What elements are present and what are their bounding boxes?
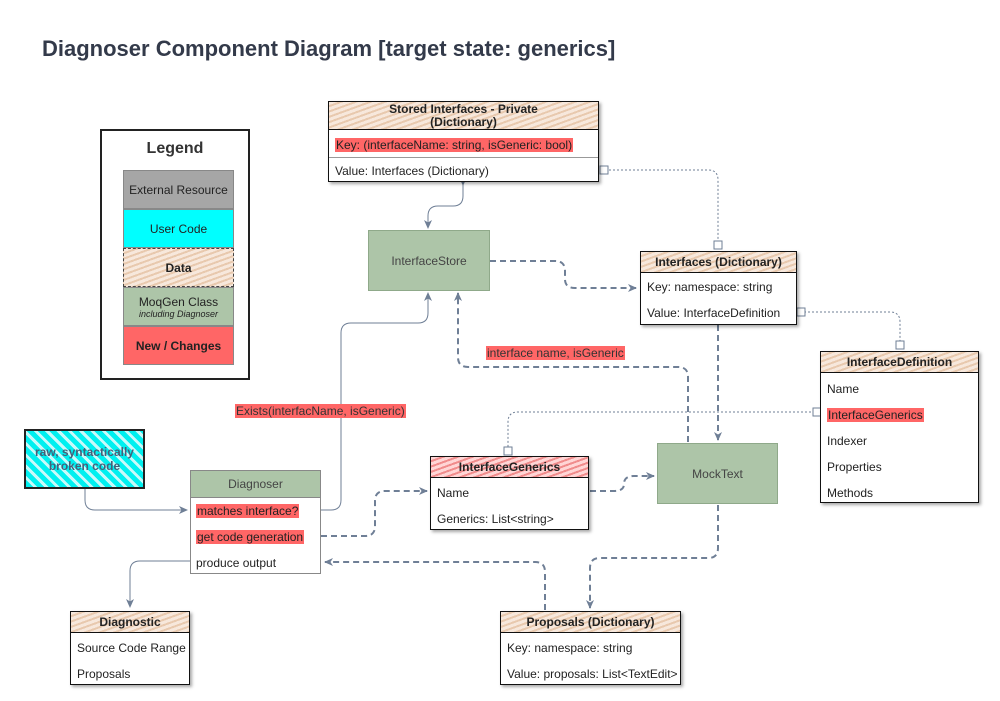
definition-row-properties: Properties: [827, 460, 882, 474]
proposals-value-row: Value: proposals: List<TextEdit>: [507, 667, 678, 681]
port-interfaces-value: [796, 307, 806, 317]
definition-row-indexer: Indexer: [827, 434, 868, 448]
stored-key-row: Key: (interfaceName: string, isGeneric: …: [335, 138, 574, 152]
interface-generics-table: InterfaceGenerics Name Generics: List<st…: [430, 456, 589, 530]
definition-row-name: Name: [827, 382, 860, 396]
stored-value-row: Value: Interfaces (Dictionary): [335, 164, 489, 178]
diagnostic-row-proposals: Proposals: [77, 667, 131, 681]
edge-generics-mocktext: [590, 472, 655, 492]
edge-mocktext-store: [454, 292, 689, 442]
proposals-title: Proposals (Dictionary): [501, 612, 680, 633]
edge-diagnoser-diagnostic: [126, 560, 190, 608]
stored-interfaces-subtitle: (Dictionary): [430, 115, 497, 129]
raw-code-line-1: raw, syntactically: [35, 445, 134, 459]
stored-interfaces-table: Stored Interfaces - Private (Dictionary)…: [328, 101, 599, 182]
interface-store-component: InterfaceStore: [368, 230, 490, 291]
interfaces-table: Interfaces (Dictionary) Key: namespace: …: [640, 251, 797, 325]
diagnostic-title: Diagnostic: [71, 612, 189, 633]
diagnostic-table: Diagnostic Source Code Range Proposals: [70, 611, 190, 685]
edge-stored-interfaces: [605, 169, 719, 243]
raw-code-line-2: broken code: [48, 459, 121, 473]
edge-diagnoser-store: [321, 292, 432, 511]
edge-store-interfaces: [490, 260, 637, 292]
legend-data-label: Data: [165, 260, 192, 275]
port-interfaces-top: [713, 240, 723, 250]
diagnoser-component: Diagnoser matches interface? get code ge…: [190, 470, 321, 574]
raw-code-box: raw, syntactically broken code: [24, 429, 145, 489]
edge-stored-store: [424, 177, 467, 229]
legend: Legend External Resource User Code Data …: [100, 129, 250, 380]
interfaces-title: Interfaces (Dictionary): [641, 252, 796, 273]
port-definition-top: [895, 340, 905, 350]
legend-moqgen-sublabel: including Diagnoser: [138, 308, 219, 319]
diagnoser-row-codegen: get code generation: [196, 530, 305, 544]
edge-diagnoser-generics: [321, 487, 428, 537]
diagnoser-row-matches: matches interface?: [196, 504, 300, 518]
legend-user-code: User Code: [123, 209, 234, 248]
proposals-table: Proposals (Dictionary) Key: namespace: s…: [500, 611, 681, 685]
edge-definition-generics: [507, 411, 815, 448]
diagnoser-title: Diagnoser: [191, 471, 320, 498]
diagram-title: Diagnoser Component Diagram [target stat…: [42, 36, 616, 61]
stored-interfaces-header: Stored Interfaces - Private (Dictionary): [329, 102, 598, 130]
mock-text-label: MockText: [692, 466, 743, 481]
legend-moqgen-label: MoqGen Class: [138, 294, 219, 309]
mock-text-component: MockText: [657, 443, 778, 504]
edge-mocktext-proposals: [586, 505, 719, 609]
legend-user-code-label: User Code: [149, 221, 208, 236]
edge-interfaces-definition: [804, 311, 901, 341]
port-generics-top: [503, 446, 513, 456]
port-stored-value: [599, 165, 609, 175]
generics-list-row: Generics: List<string>: [437, 512, 554, 526]
interface-store-label: InterfaceStore: [391, 253, 467, 268]
generics-name-row: Name: [437, 486, 470, 500]
definition-row-generics: InterfaceGenerics: [827, 408, 924, 422]
diagnostic-row-range: Source Code Range: [77, 641, 186, 655]
interface-generics-title: InterfaceGenerics: [431, 457, 588, 478]
interface-definition-table: InterfaceDefinition Name InterfaceGeneri…: [820, 351, 979, 503]
diagnoser-row-output: produce output: [196, 556, 277, 570]
proposals-key-row: Key: namespace: string: [507, 641, 633, 655]
legend-new-label: New / Changes: [135, 338, 222, 353]
legend-data: Data: [123, 248, 234, 287]
edge-label-exists: Exists(interfacName, isGeneric): [235, 404, 406, 418]
edge-label-interface-name: interface name, isGeneric: [486, 346, 625, 360]
legend-new-changes: New / Changes: [123, 326, 234, 365]
edge-raw-diagnoser: [84, 489, 188, 514]
edge-proposals-diagnoser: [324, 558, 546, 610]
legend-external-label: External Resource: [129, 182, 228, 197]
interfaces-value-row: Value: InterfaceDefinition: [647, 306, 781, 320]
stored-interfaces-title: Stored Interfaces - Private: [389, 102, 538, 116]
interface-definition-title: InterfaceDefinition: [821, 352, 978, 373]
legend-external-resource: External Resource: [123, 170, 234, 209]
legend-moqgen-class: MoqGen Class including Diagnoser: [123, 287, 234, 326]
stored-divider: [329, 157, 598, 158]
definition-row-methods: Methods: [827, 486, 874, 500]
interfaces-key-row: Key: namespace: string: [647, 280, 773, 294]
legend-title: Legend: [146, 140, 204, 157]
